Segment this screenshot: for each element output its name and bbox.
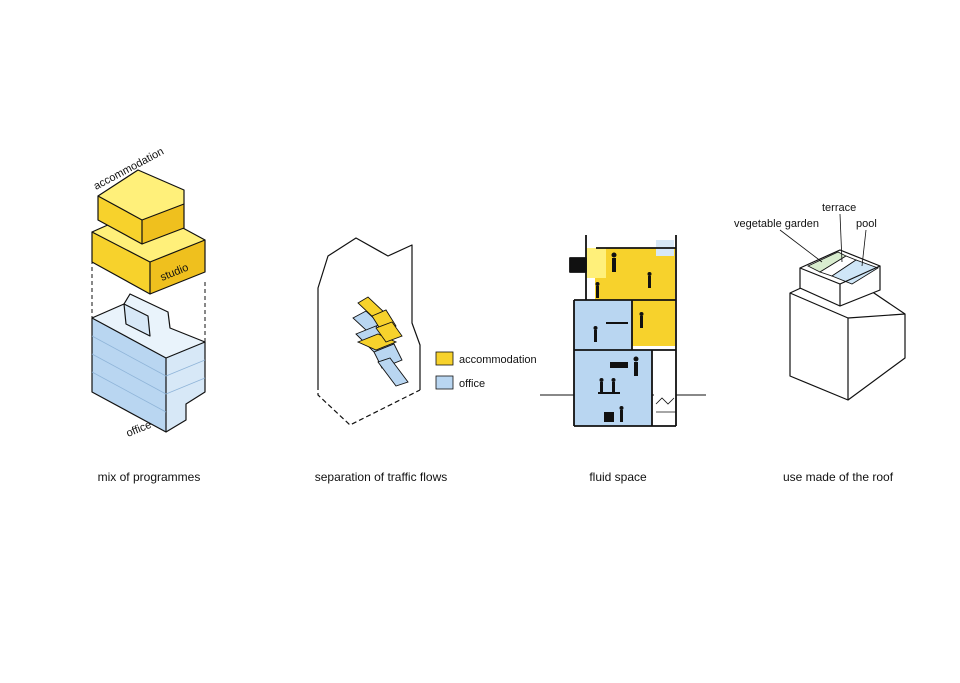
leader-lines: [779, 213, 867, 267]
caption-use-made-of-the-roof: use made of the roof: [783, 470, 894, 484]
panel-use-made-of-the-roof: vegetable garden terrace pool use made o…: [734, 202, 906, 484]
accommodation-volume: [97, 169, 185, 245]
accommodation-stair-flow: [356, 296, 403, 351]
section-walls: [569, 235, 677, 427]
terrace-label: terrace: [822, 202, 856, 214]
building-base-outline: [317, 385, 421, 426]
void-white: [654, 360, 676, 418]
caption-mix-of-programmes: mix of programmes: [98, 470, 201, 484]
pool-label: pool: [856, 218, 877, 230]
void-stair: [655, 397, 676, 413]
legend-swatch-office: [435, 375, 454, 390]
accommodation-right-face: [142, 204, 184, 244]
office-notch: [124, 304, 150, 336]
panel-separation-of-traffic-flows: accommodation office separation of traff…: [315, 237, 537, 484]
roof-pavilion: [799, 249, 881, 307]
office-right-face: [166, 342, 205, 432]
panel-fluid-space: fluid space: [540, 235, 706, 484]
occupant-figures: [593, 252, 652, 422]
office-volume: [91, 293, 206, 433]
legend-swatch-accommodation: [435, 351, 454, 366]
caption-separation-of-traffic-flows: separation of traffic flows: [315, 470, 448, 484]
caption-fluid-space: fluid space: [589, 470, 647, 484]
accommodation-left-face: [98, 196, 142, 244]
panel-mix-of-programmes: accommodation studio office mix of progr…: [91, 146, 206, 484]
office-left-face: [92, 318, 166, 432]
office-label: office: [125, 419, 154, 440]
legend: accommodation office: [435, 351, 537, 390]
upper-light-zone: [586, 248, 606, 278]
legend-label-accommodation: accommodation: [459, 354, 537, 366]
studio-left-face: [92, 232, 150, 294]
legend-label-office: office: [459, 378, 485, 390]
studio-right-face: [150, 240, 205, 294]
building-outline: [317, 237, 421, 390]
vegetable-garden-label: vegetable garden: [734, 218, 819, 230]
office-zone-upper: [574, 300, 632, 350]
